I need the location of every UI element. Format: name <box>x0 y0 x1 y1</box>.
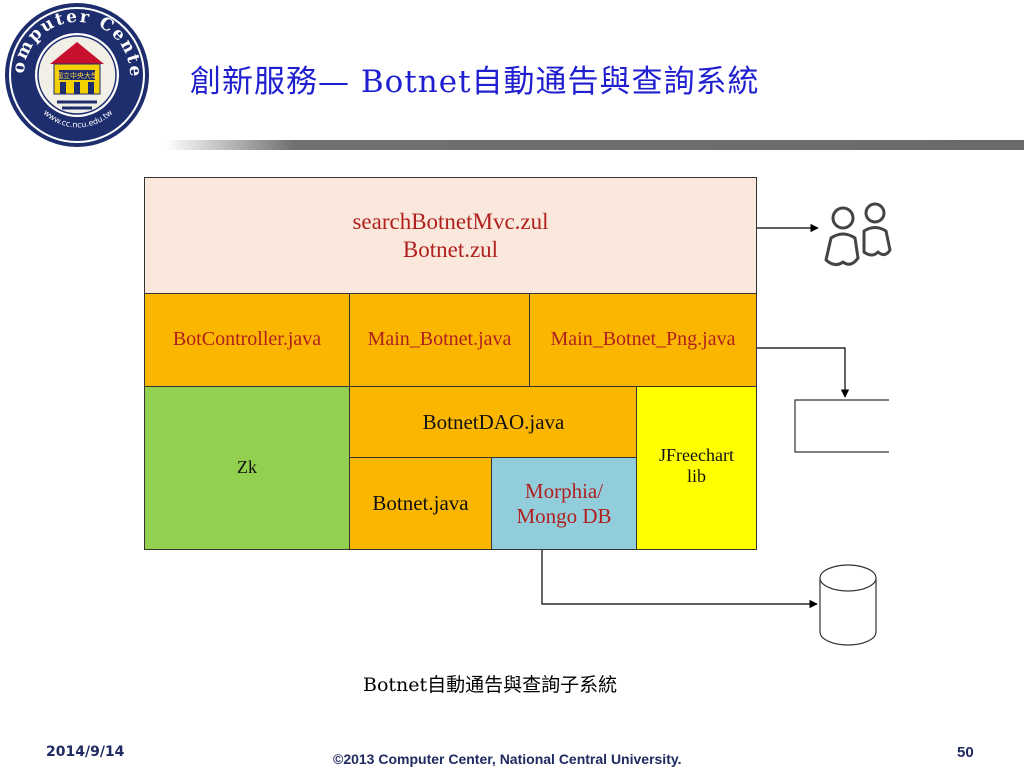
jfreechart-block: JFreechart lib <box>636 386 757 550</box>
page-number: 50 <box>957 744 974 761</box>
main-botnet-png-label: Main_Botnet_Png.java <box>550 328 736 351</box>
view-layer-label: searchBotnetMvc.zul Botnet.zul <box>352 209 549 262</box>
image-file-icon <box>794 399 889 453</box>
botnet-model-label: Botnet.java <box>372 491 469 516</box>
zk-label: Zk <box>237 457 257 478</box>
morphia-mongodb-block: Morphia/ Mongo DB <box>491 457 637 550</box>
zk-framework-block: Zk <box>144 386 350 550</box>
arrow-to-database <box>541 550 818 609</box>
botnet-dao-block: BotnetDAO.java <box>349 386 638 458</box>
bot-controller-label: BotController.java <box>172 328 322 351</box>
computer-center-logo: Computer Center www.cc.ncu.edu.tw 國立中央大學 <box>2 2 149 147</box>
logo-inner-text: 國立中央大學 <box>56 71 98 80</box>
diagram-caption: Botnet自動通告與查詢子系統 <box>363 674 618 696</box>
footer-copyright: ©2013 Computer Center, National Central … <box>333 751 682 767</box>
arrow-to-image-file <box>757 347 850 398</box>
view-layer-block: searchBotnetMvc.zul Botnet.zul <box>144 177 757 294</box>
jfreechart-label: JFreechart lib <box>659 445 734 487</box>
slide-title: 創新服務— Botnet自動通告與查詢系統 <box>190 64 760 100</box>
database-icon <box>819 564 877 646</box>
users-icon <box>824 202 892 267</box>
main-botnet-png-block: Main_Botnet_Png.java <box>529 293 757 387</box>
title-divider <box>165 140 1024 150</box>
morphia-mongodb-label: Morphia/ Mongo DB <box>516 478 612 528</box>
footer-date: 2014/9/14 <box>46 744 125 760</box>
botnet-dao-label: BotnetDAO.java <box>422 409 565 434</box>
botnet-model-block: Botnet.java <box>349 457 492 550</box>
main-botnet-label: Main_Botnet.java <box>367 328 512 351</box>
